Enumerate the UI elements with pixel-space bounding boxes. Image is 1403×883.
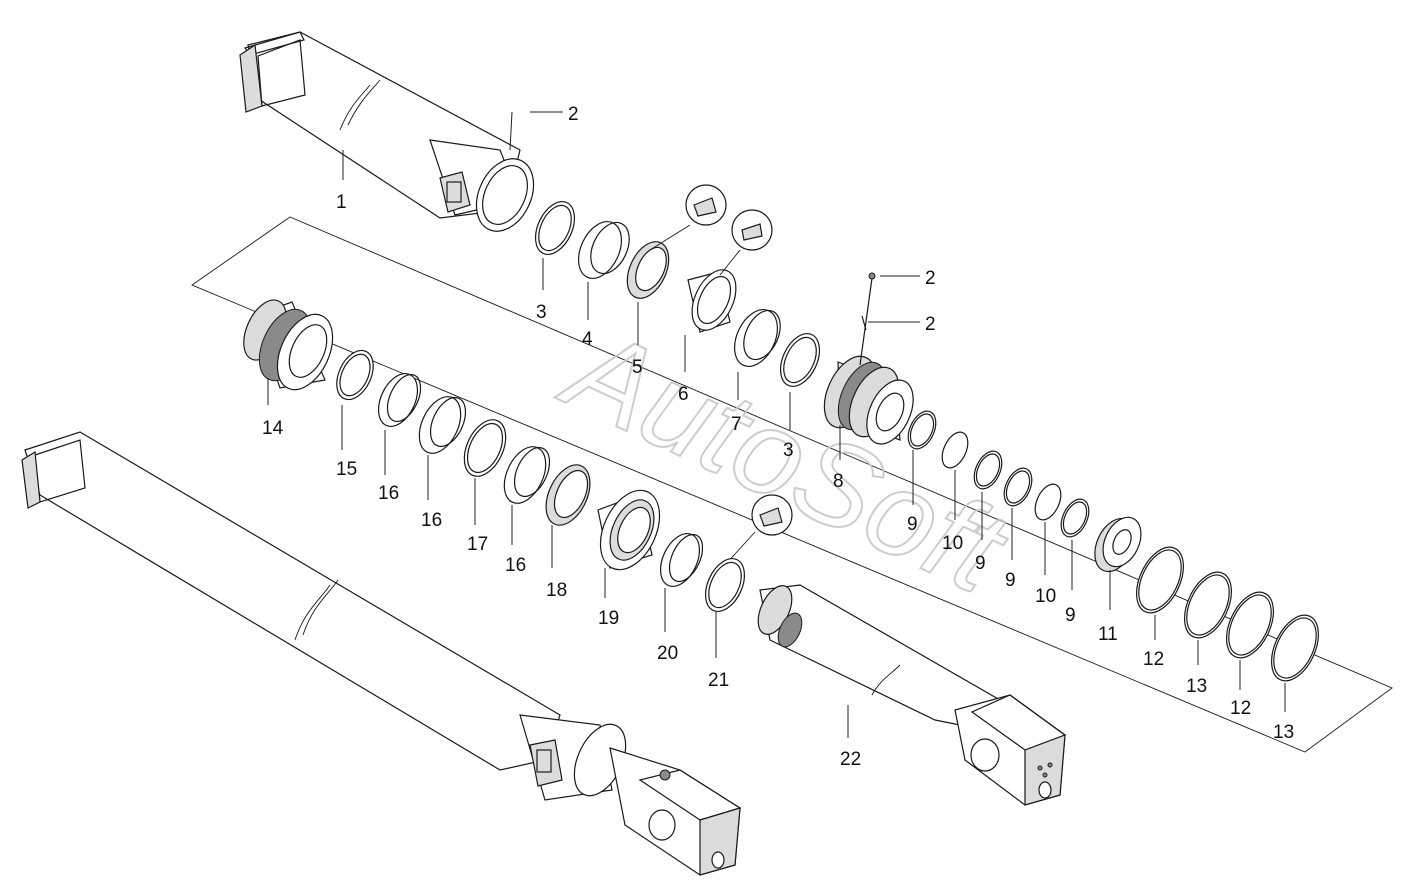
nut-11 xyxy=(1094,516,1142,573)
detail-bubble-a xyxy=(649,184,727,251)
callout-6: 6 xyxy=(678,384,689,405)
callout-8: 8 xyxy=(833,471,844,492)
callout-21: 21 xyxy=(708,670,729,691)
leader-lines xyxy=(267,111,1286,738)
gland-6 xyxy=(687,269,737,333)
assembled-cylinder xyxy=(21,431,742,876)
piston-rod-22 xyxy=(757,584,1067,806)
callout-2a: 2 xyxy=(568,104,579,125)
seal-ring-3a xyxy=(534,201,576,255)
callout-18: 18 xyxy=(546,580,567,601)
callout-3b: 3 xyxy=(783,440,794,461)
seal-ring-3b xyxy=(779,333,821,387)
cylinder-barrel-top xyxy=(239,31,535,232)
detail-bubble-b xyxy=(719,209,773,276)
callout-7: 7 xyxy=(731,414,742,435)
callout-10b: 10 xyxy=(1035,586,1056,607)
ring-16a xyxy=(377,373,422,427)
piston-8 xyxy=(823,355,914,445)
callout-13b: 13 xyxy=(1273,722,1294,743)
callout-11: 11 xyxy=(1098,624,1118,645)
callout-19: 19 xyxy=(598,608,619,629)
ring-10a xyxy=(941,431,969,469)
callout-9d: 9 xyxy=(1065,605,1076,626)
ring-10b xyxy=(1034,483,1062,521)
ring-15 xyxy=(336,349,374,401)
ring-13b xyxy=(1271,614,1319,682)
callout-22: 22 xyxy=(840,749,861,770)
callout-16a: 16 xyxy=(378,483,399,504)
callout-9a: 9 xyxy=(907,514,918,535)
callout-9b: 9 xyxy=(975,553,986,574)
callout-10a: 10 xyxy=(942,533,963,554)
callout-4: 4 xyxy=(582,329,593,350)
callout-14: 14 xyxy=(262,418,284,439)
seal-18 xyxy=(545,464,591,526)
callout-2b: 2 xyxy=(925,268,936,289)
callout-16c: 16 xyxy=(505,555,526,576)
ring-7 xyxy=(734,309,781,367)
ring-17 xyxy=(463,419,507,477)
callout-17: 17 xyxy=(467,534,488,555)
callout-12a: 12 xyxy=(1143,649,1164,670)
callout-5: 5 xyxy=(632,357,643,378)
callout-16b: 16 xyxy=(421,510,442,531)
ring-9b xyxy=(973,450,1003,490)
ring-13a xyxy=(1184,571,1232,639)
callout-1: 1 xyxy=(336,192,347,213)
ring-12b xyxy=(1226,591,1274,659)
ring-9c xyxy=(1003,467,1033,507)
bushing-4 xyxy=(578,221,630,279)
ring-12a xyxy=(1136,546,1184,614)
ring-16c xyxy=(503,446,551,504)
seal-5 xyxy=(626,241,670,299)
assembly-frame xyxy=(191,216,1393,753)
ring-21 xyxy=(704,558,746,612)
callout-13a: 13 xyxy=(1186,676,1207,697)
ring-9d xyxy=(1060,498,1090,538)
detail-bubble-c xyxy=(724,494,793,566)
callout-12b: 12 xyxy=(1230,698,1251,719)
ring-9a xyxy=(907,410,937,450)
callout-15: 15 xyxy=(336,459,357,480)
callout-2c: 2 xyxy=(925,314,936,335)
grease-nipple xyxy=(859,272,876,366)
gland-19 xyxy=(597,489,661,571)
gland-14 xyxy=(243,299,334,391)
callout-9c: 9 xyxy=(1005,570,1016,591)
ring-20 xyxy=(659,533,704,587)
ring-16b xyxy=(418,396,467,454)
callout-20: 20 xyxy=(657,643,678,664)
callout-3a: 3 xyxy=(536,302,547,323)
